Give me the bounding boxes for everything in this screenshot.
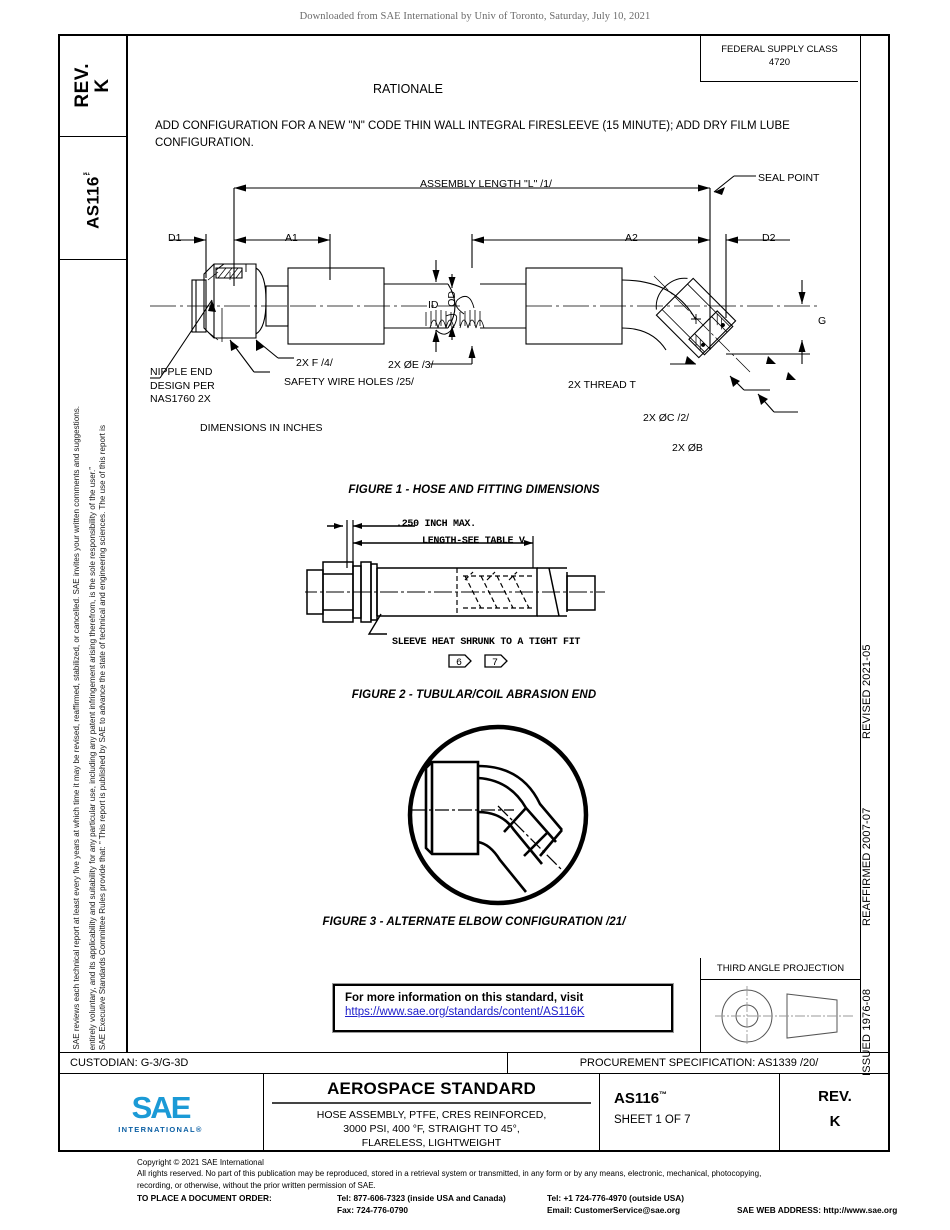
label-assembly-length: ASSEMBLY LENGTH "L" /1/ — [420, 178, 552, 190]
title-block-description: AEROSPACE STANDARD HOSE ASSEMBLY, PTFE, … — [264, 1074, 600, 1152]
label-a2: A2 — [625, 232, 638, 244]
svg-text:7: 7 — [492, 658, 498, 669]
figure3-caption: FIGURE 3 - ALTERNATE ELBOW CONFIGURATION… — [322, 916, 626, 928]
description-line-1: HOSE ASSEMBLY, PTFE, CRES REINFORCED, — [316, 1108, 547, 1121]
rationale-title: RATIONALE — [373, 82, 443, 96]
third-angle-projection-title: THIRD ANGLE PROJECTION — [701, 958, 860, 980]
drawing-frame — [58, 34, 890, 1152]
footer-fax: Fax: 724-776-0790 — [337, 1205, 409, 1216]
label-seal-point: SEAL POINT — [758, 172, 820, 184]
footer-tel-outside: Tel: +1 724-776-4970 (outside USA) — [547, 1193, 685, 1204]
fsc-value: 4720 — [768, 56, 791, 68]
figure1-drawing — [150, 175, 820, 413]
label-a1: A1 — [285, 232, 298, 244]
legal-line-1: SAE Executive Standards Committee Rules … — [98, 424, 107, 1050]
procurement-cell: PROCUREMENT SPECIFICATION: AS1339 /20/ — [579, 1057, 819, 1069]
figure2-caption: FIGURE 2 - TUBULAR/COIL ABRASION END — [351, 689, 597, 701]
label-od: OD — [446, 291, 458, 307]
description-lines: HOSE ASSEMBLY, PTFE, CRES REINFORCED, 30… — [264, 1108, 599, 1151]
nipple-end-line-1: NIPPLE END — [150, 366, 213, 378]
nipple-end-line-3: NAS1760 2X — [150, 393, 211, 406]
description-line-2: 3000 PSI, 400 °F, STRAIGHT TO 45°, — [343, 1122, 520, 1135]
standard-title: AEROSPACE STANDARD — [327, 1079, 536, 1098]
footer-order-info: TO PLACE A DOCUMENT ORDER: Tel: 877-606-… — [137, 1193, 947, 1219]
legal-line-3: SAE reviews each technical report at lea… — [72, 406, 81, 1050]
label-2x-thread-t: 2X THREAD T — [568, 379, 636, 391]
footer-copyright: Copyright © 2021 SAE International — [137, 1158, 264, 1167]
figure1-caption: FIGURE 1 - HOSE AND FITTING DIMENSIONS — [348, 484, 600, 496]
figure2-drawing — [305, 520, 605, 635]
rev-label-text: REV. — [72, 62, 94, 108]
legal-line-2: entirely voluntary, and its applicabilit… — [88, 466, 97, 1050]
label-sleeve-note: SLEEVE HEAT SHRUNK TO A TIGHT FIT — [392, 637, 581, 648]
standard-link[interactable]: https://www.sae.org/standards/content/AS… — [345, 1006, 585, 1018]
third-angle-projection-box: THIRD ANGLE PROJECTION — [700, 958, 860, 1052]
label-length-see-table: LENGTH-SEE TABLE V — [422, 536, 525, 547]
revision-label: REV. — [818, 1088, 852, 1105]
sae-logo: SAE INTERNATIONAL® — [58, 1074, 264, 1152]
figure3-drawing — [407, 724, 589, 906]
revision-value: K — [829, 1113, 841, 1130]
rationale-text: ADD CONFIGURATION FOR A NEW "N" CODE THI… — [155, 120, 790, 149]
label-d1: D1 — [168, 232, 182, 244]
footer-tel-inside: Tel: 877-606-7323 (inside USA and Canada… — [337, 1193, 506, 1204]
label-nipple-end: NIPPLE END DESIGN PER NAS1760 2X — [150, 366, 215, 407]
label-g: G — [818, 315, 827, 327]
footer-email: Email: CustomerService@sae.org — [547, 1205, 681, 1216]
label-2x-oc: 2X ØC /2/ — [643, 412, 690, 424]
sae-logo-text: SAE — [131, 1090, 192, 1125]
doc-id-box: AS116™ — [58, 137, 128, 260]
label-dimensions-in-inches: DIMENSIONS IN INCHES — [200, 422, 323, 434]
federal-supply-class-box: FEDERAL SUPPLY CLASS 4720 — [700, 36, 858, 82]
label-d2: D2 — [762, 232, 776, 244]
svg-text:6: 6 — [456, 658, 462, 669]
label-2x-ob: 2X ØB — [672, 442, 703, 454]
fsc-label: FEDERAL SUPPLY CLASS — [721, 44, 838, 55]
sae-logo-subtext: INTERNATIONAL® — [118, 1125, 203, 1134]
trademark-symbol: ™ — [82, 167, 92, 177]
sheet-number: SHEET 1 OF 7 — [614, 1114, 691, 1126]
third-angle-projection-symbol — [715, 986, 853, 1046]
nipple-end-line-2: DESIGN PER — [150, 379, 215, 392]
custodian-row: CUSTODIAN: G-3/G-3D PROCUREMENT SPECIFIC… — [58, 1052, 890, 1074]
right-margin-column: REVISED 2021-05 REAFFIRMED 2007-07 ISSUE… — [860, 34, 890, 1076]
more-information-box: For more information on this standard, v… — [333, 984, 673, 1032]
footer-order-label: TO PLACE A DOCUMENT ORDER: — [137, 1193, 272, 1204]
title-divider — [272, 1102, 591, 1104]
doc-id-text: AS116 — [83, 176, 103, 229]
label-id: ID — [428, 299, 439, 311]
label-safety-wire-holes: SAFETY WIRE HOLES /25/ — [284, 376, 414, 388]
label-2x-f: 2X F /4/ — [296, 357, 333, 369]
download-notice: Downloaded from SAE International by Uni… — [299, 11, 651, 22]
rev-box: REV. K — [58, 34, 128, 137]
document-number-cell: AS116™ SHEET 1 OF 7 — [600, 1074, 780, 1152]
legal-notice-block: SAE Executive Standards Committee Rules … — [60, 268, 126, 1050]
document-number: AS116™ — [614, 1090, 779, 1107]
document-number-text: AS116 — [614, 1090, 660, 1107]
label-250-inch-max: .250 INCH MAX. — [396, 519, 476, 530]
sae-logo-wordmark: SAE — [131, 1090, 192, 1125]
title-block: SAE INTERNATIONAL® AEROSPACE STANDARD HO… — [58, 1074, 890, 1152]
revision-cell: REV. K — [780, 1074, 890, 1152]
trademark-symbol-title: ™ — [659, 1090, 668, 1099]
left-margin-column — [58, 34, 128, 1052]
footer-rights-line-1: All rights reserved. No part of this pub… — [137, 1169, 762, 1179]
description-line-3: FLARELESS, LIGHTWEIGHT — [361, 1136, 502, 1149]
info-box-heading: For more information on this standard, v… — [345, 992, 584, 1004]
footer-rights-line-2: recording, or otherwise, without the pri… — [137, 1180, 376, 1190]
footer: Copyright © 2021 SAE International All r… — [137, 1157, 947, 1219]
flag-note-group: 6 7 — [447, 653, 517, 669]
label-2x-oe: 2X ØE /3/ — [388, 359, 434, 371]
custodian-cell: CUSTODIAN: G-3/G-3D — [58, 1053, 508, 1073]
footer-web-address: SAE WEB ADDRESS: http://www.sae.org — [737, 1205, 898, 1216]
rev-value-text: K — [92, 77, 113, 93]
